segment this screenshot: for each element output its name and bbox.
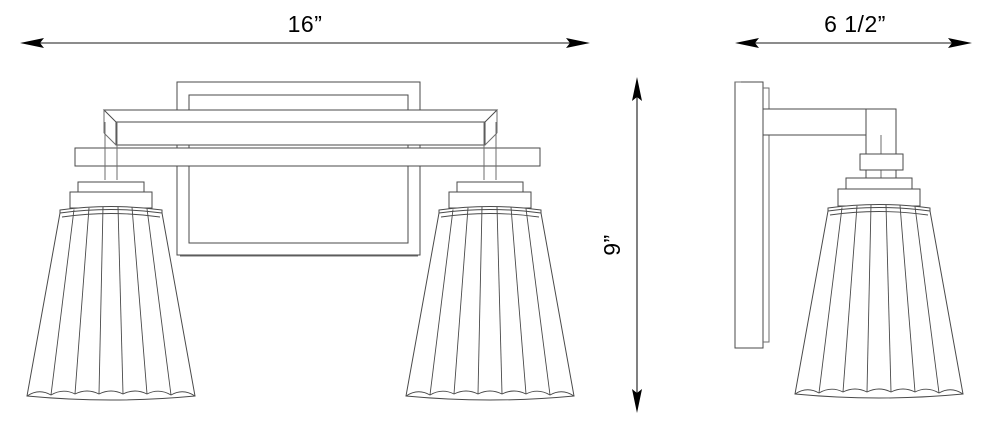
side-shade-rib-2	[842, 205, 858, 393]
right-shade-scallop-edge	[405, 390, 575, 397]
depth-arrow-right-icon	[948, 38, 972, 48]
side-socket-cap	[838, 189, 920, 206]
wall-mount-plate	[735, 82, 763, 348]
right-shade-rib-4	[496, 206, 503, 395]
upper-rail-front-face	[116, 122, 485, 145]
side-shade-rib-1	[818, 207, 843, 394]
dimension-overall-width: 16”	[20, 11, 590, 48]
right-shade-rib-2	[453, 207, 469, 395]
vertical-drop-tube	[866, 109, 896, 185]
upper-rail-left-miter	[103, 132, 117, 146]
left-shade-rib-1	[50, 209, 75, 396]
side-shade-body	[795, 208, 963, 399]
decorative-collar	[860, 154, 903, 170]
side-shade-inner-arc	[829, 211, 929, 216]
right-shade-body	[406, 210, 574, 401]
right-shade-rib-6	[525, 208, 551, 396]
left-shade-inner-arc	[61, 213, 161, 218]
front-elevation-view	[27, 82, 574, 400]
lower-rail-body	[75, 148, 540, 166]
width-arrow-right-icon	[566, 38, 590, 48]
right-upper-collar	[457, 182, 523, 192]
right-shade-rib-3	[477, 206, 483, 395]
height-arrow-bottom-icon	[632, 389, 642, 413]
side-shade-rib-3	[866, 204, 872, 393]
width-dimension-label: 16”	[288, 11, 323, 37]
upper-rail-top-face	[104, 110, 497, 122]
left-shade-rib-3	[98, 206, 104, 395]
width-arrow-left-icon	[20, 38, 44, 48]
side-shade-rib-5	[899, 205, 916, 393]
side-shade-scallop-edge	[794, 388, 964, 395]
left-shade-body	[27, 210, 195, 401]
depth-dimension-label: 6 1/2”	[824, 11, 886, 37]
left-shade-scallop-edge	[26, 390, 196, 397]
height-arrow-top-icon	[632, 77, 642, 101]
left-shade-rib-2	[74, 207, 90, 395]
depth-arrow-left-icon	[735, 38, 759, 48]
dimension-overall-height: 9”	[599, 77, 642, 413]
right-socket-cap	[449, 192, 531, 208]
dimension-overall-depth: 6 1/2”	[735, 11, 972, 48]
height-dimension-label: 9”	[599, 234, 625, 255]
side-fluted-shade	[795, 205, 963, 399]
upper-rail-right-miter	[484, 132, 498, 146]
lower-cross-rail	[75, 148, 540, 166]
right-shade-rib-5	[510, 207, 527, 395]
upper-cross-rail	[104, 110, 497, 145]
right-shade-rib-1	[429, 209, 454, 396]
side-elevation-view	[735, 81, 963, 399]
left-upper-collar	[78, 182, 144, 192]
left-shade-rib-5	[131, 207, 148, 395]
wall-plate-depth-edge	[763, 87, 770, 343]
right-shade-inner-arc	[440, 213, 540, 218]
side-shade-rib-6	[914, 206, 940, 394]
left-lamp-assembly	[27, 122, 195, 400]
right-lamp-assembly	[406, 122, 574, 400]
side-upper-collar	[846, 178, 912, 189]
side-shade-rib-4	[885, 204, 892, 393]
left-shade-rib-6	[146, 208, 172, 396]
left-socket-cap	[70, 192, 152, 208]
left-shade-rib-4	[117, 206, 124, 395]
